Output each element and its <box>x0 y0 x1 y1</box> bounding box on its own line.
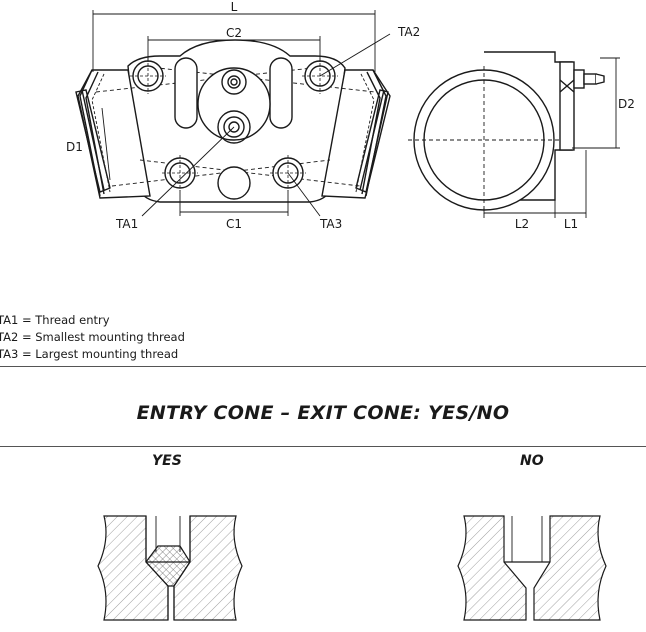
section-title: ENTRY CONE – EXIT CONE: YES/NO <box>136 402 510 424</box>
legend-item-ta2: TA2 = Smallest mounting thread <box>0 330 185 344</box>
no-body-right <box>533 515 607 621</box>
label-L2: L2 <box>515 217 529 231</box>
no-label: NO <box>520 453 544 469</box>
label-TA2: TA2 <box>397 25 420 39</box>
side-view <box>408 51 605 214</box>
yes-label: YES <box>152 453 182 469</box>
label-TA3: TA3 <box>319 217 342 231</box>
front-view <box>75 39 391 203</box>
no-body-left <box>457 515 527 621</box>
divider-top <box>0 366 646 367</box>
yes-section-drawing <box>97 515 243 621</box>
bleed-screw-outer <box>221 69 247 95</box>
label-D1: D1 <box>66 140 83 154</box>
side-fitting <box>559 61 605 151</box>
side-dimension-lines <box>483 57 620 218</box>
label-L1: L1 <box>564 217 578 231</box>
label-D2: D2 <box>618 97 635 111</box>
legend-item-ta1: TA1 = Thread entry <box>0 313 110 327</box>
yes-bore <box>145 516 191 620</box>
label-C1: C1 <box>226 217 242 231</box>
lower-hole <box>217 166 251 200</box>
label-L: L <box>231 0 238 14</box>
central-boss <box>197 67 271 141</box>
inlet-port <box>217 110 251 144</box>
no-section-drawing <box>457 515 607 621</box>
yes-body-right <box>173 515 243 621</box>
right-dust-boot <box>321 69 391 199</box>
left-slot <box>174 57 198 129</box>
front-dimension-lines <box>92 10 391 217</box>
left-dust-boot <box>75 69 151 199</box>
thread-legend: TA1 = Thread entry TA2 = Smallest mounti… <box>0 312 185 363</box>
label-C2: C2 <box>226 26 242 40</box>
right-slot <box>269 57 293 129</box>
label-TA1: TA1 <box>115 217 138 231</box>
divider-bottom <box>0 446 646 447</box>
yes-body-left <box>97 515 169 621</box>
legend-item-ta3: TA3 = Largest mounting thread <box>0 347 179 361</box>
